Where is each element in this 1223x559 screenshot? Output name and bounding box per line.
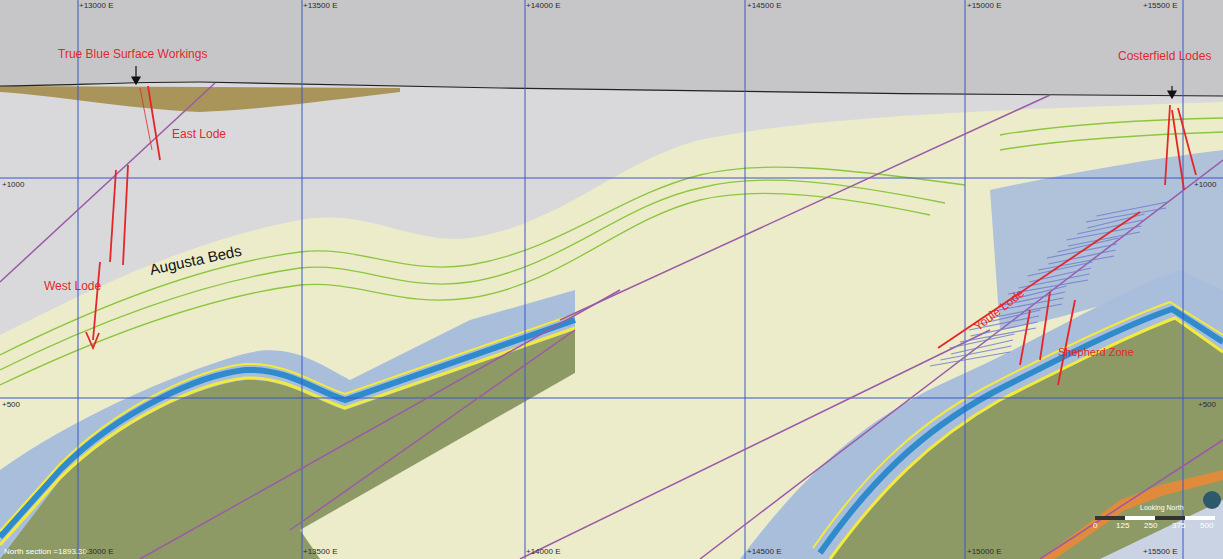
grid-label: +14000 E — [526, 548, 560, 557]
grid-label: +13000 E — [79, 2, 113, 11]
scale-label: 250 — [1144, 522, 1157, 531]
map-label: West Lode — [44, 280, 101, 293]
grid-label: +15000 E — [967, 2, 1001, 11]
grid-label: +1000 — [2, 181, 24, 190]
scale-label: 500 — [1200, 522, 1213, 531]
grid-label: +15500 E — [1143, 548, 1177, 557]
grid-label: +15000 E — [967, 548, 1001, 557]
grid-label: +500 — [1198, 401, 1216, 410]
grid-label: +14500 E — [747, 548, 781, 557]
grid-label: +1000 — [1194, 181, 1216, 190]
scale-label: 375 — [1172, 522, 1185, 531]
scale-label: 0 — [1093, 522, 1097, 531]
grid-label: +13500 E — [303, 548, 337, 557]
map-label: Shepherd Zone — [1058, 346, 1134, 358]
map-label: Costerfield Lodes — [1118, 50, 1211, 63]
grid-label: +500 — [2, 401, 20, 410]
map-label: North section =1893.30 — [4, 548, 87, 557]
grid-label: +13500 E — [303, 2, 337, 11]
map-label: East Lode — [172, 128, 226, 141]
map-label: Looking North — [1140, 504, 1184, 512]
grid-label: +14500 E — [747, 2, 781, 11]
map-label: True Blue Surface Workings — [58, 48, 207, 61]
grid-label: +14000 E — [526, 2, 560, 11]
scale-label: 125 — [1116, 522, 1129, 531]
grid-label: +15500 E — [1143, 2, 1177, 11]
